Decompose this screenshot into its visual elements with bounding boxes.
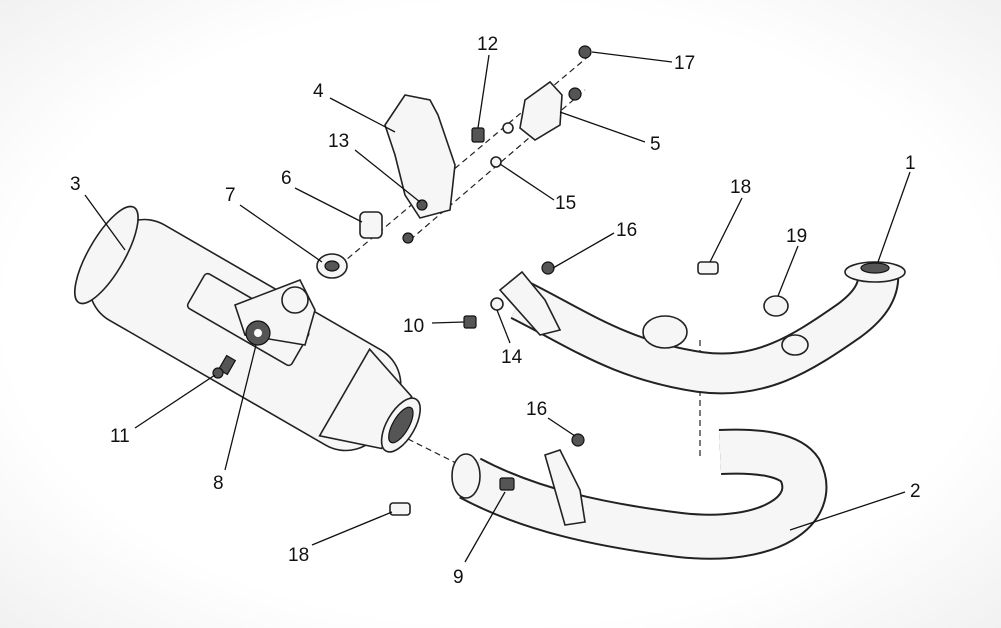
callout-6: 6 [281, 168, 292, 189]
callout-12: 12 [477, 34, 498, 55]
callout-5: 5 [650, 134, 661, 155]
callout-10: 10 [403, 316, 424, 337]
callout-11: 11 [110, 426, 130, 447]
callout-17: 17 [674, 53, 695, 74]
callout-13: 13 [328, 131, 349, 152]
rear-header-pipe [451, 428, 828, 560]
callout-16-upper: 16 [616, 220, 637, 241]
callout-2: 2 [910, 481, 921, 502]
callout-14: 14 [501, 347, 523, 368]
callout-19: 19 [786, 226, 807, 247]
small-hardware [389, 261, 809, 516]
callout-9: 9 [453, 567, 464, 588]
callout-18-upper: 18 [730, 177, 751, 198]
front-header-pipe [498, 261, 906, 395]
heat-shield [384, 94, 456, 219]
bolt-11 [212, 354, 237, 379]
leader-lines [84, 51, 911, 563]
callout-labels: 1 2 3 4 5 6 7 8 9 10 11 12 13 14 15 16 1… [70, 34, 921, 588]
bushings [316, 211, 383, 279]
callout-18-lower: 18 [288, 545, 309, 566]
callout-15: 15 [555, 193, 576, 214]
callout-3: 3 [70, 174, 81, 195]
callout-1: 1 [905, 153, 916, 174]
callout-16-lower: 16 [526, 399, 547, 420]
mount-bracket [471, 45, 592, 168]
bolts-13 [402, 199, 428, 244]
callout-4: 4 [313, 81, 324, 102]
callout-7: 7 [225, 185, 236, 206]
callout-8: 8 [213, 473, 224, 494]
muffler-bracket [233, 278, 316, 346]
